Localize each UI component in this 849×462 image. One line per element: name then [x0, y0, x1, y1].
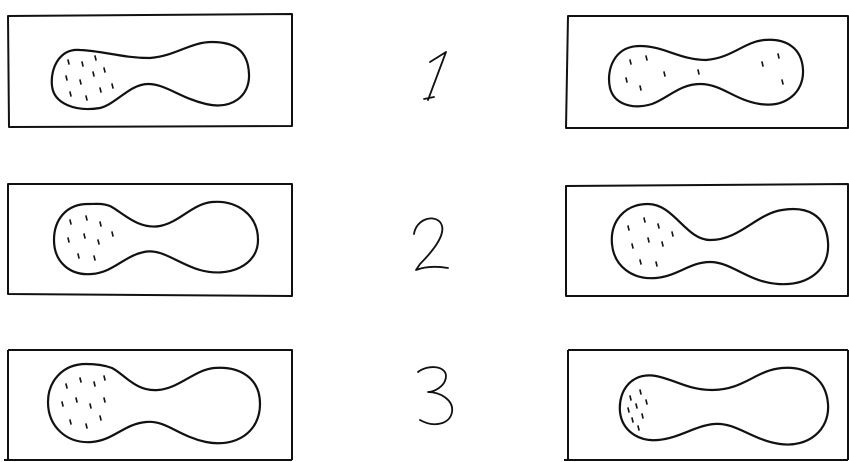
panel-row-1-right	[566, 16, 848, 128]
numeral-3	[418, 367, 452, 424]
row-label-3	[418, 367, 452, 424]
row-label-1	[424, 52, 446, 100]
panel-row-3-left	[4, 350, 292, 460]
row-2	[8, 184, 848, 296]
panel-frame	[566, 16, 848, 128]
panel-frame	[8, 184, 292, 296]
particle-dots	[628, 390, 647, 430]
row-3	[4, 350, 848, 460]
numeral-1	[424, 52, 446, 100]
panel-row-3-right	[564, 350, 848, 460]
particle-blob	[48, 364, 260, 443]
panel-row-2-left	[8, 184, 292, 296]
particle-blob	[612, 204, 828, 284]
particle-dots	[62, 376, 105, 428]
particle-dots	[628, 218, 673, 266]
row-label-2	[414, 218, 448, 270]
panel-frame	[564, 350, 848, 460]
particle-dots	[66, 56, 113, 100]
particle-blob	[52, 42, 249, 109]
particle-blob	[620, 368, 828, 445]
numeral-2	[414, 218, 448, 270]
particle-blob	[609, 40, 803, 107]
particle-dots	[68, 216, 113, 260]
panel-row-1-left	[8, 14, 292, 127]
panel-row-2-right	[566, 184, 848, 296]
row-1	[8, 14, 848, 128]
